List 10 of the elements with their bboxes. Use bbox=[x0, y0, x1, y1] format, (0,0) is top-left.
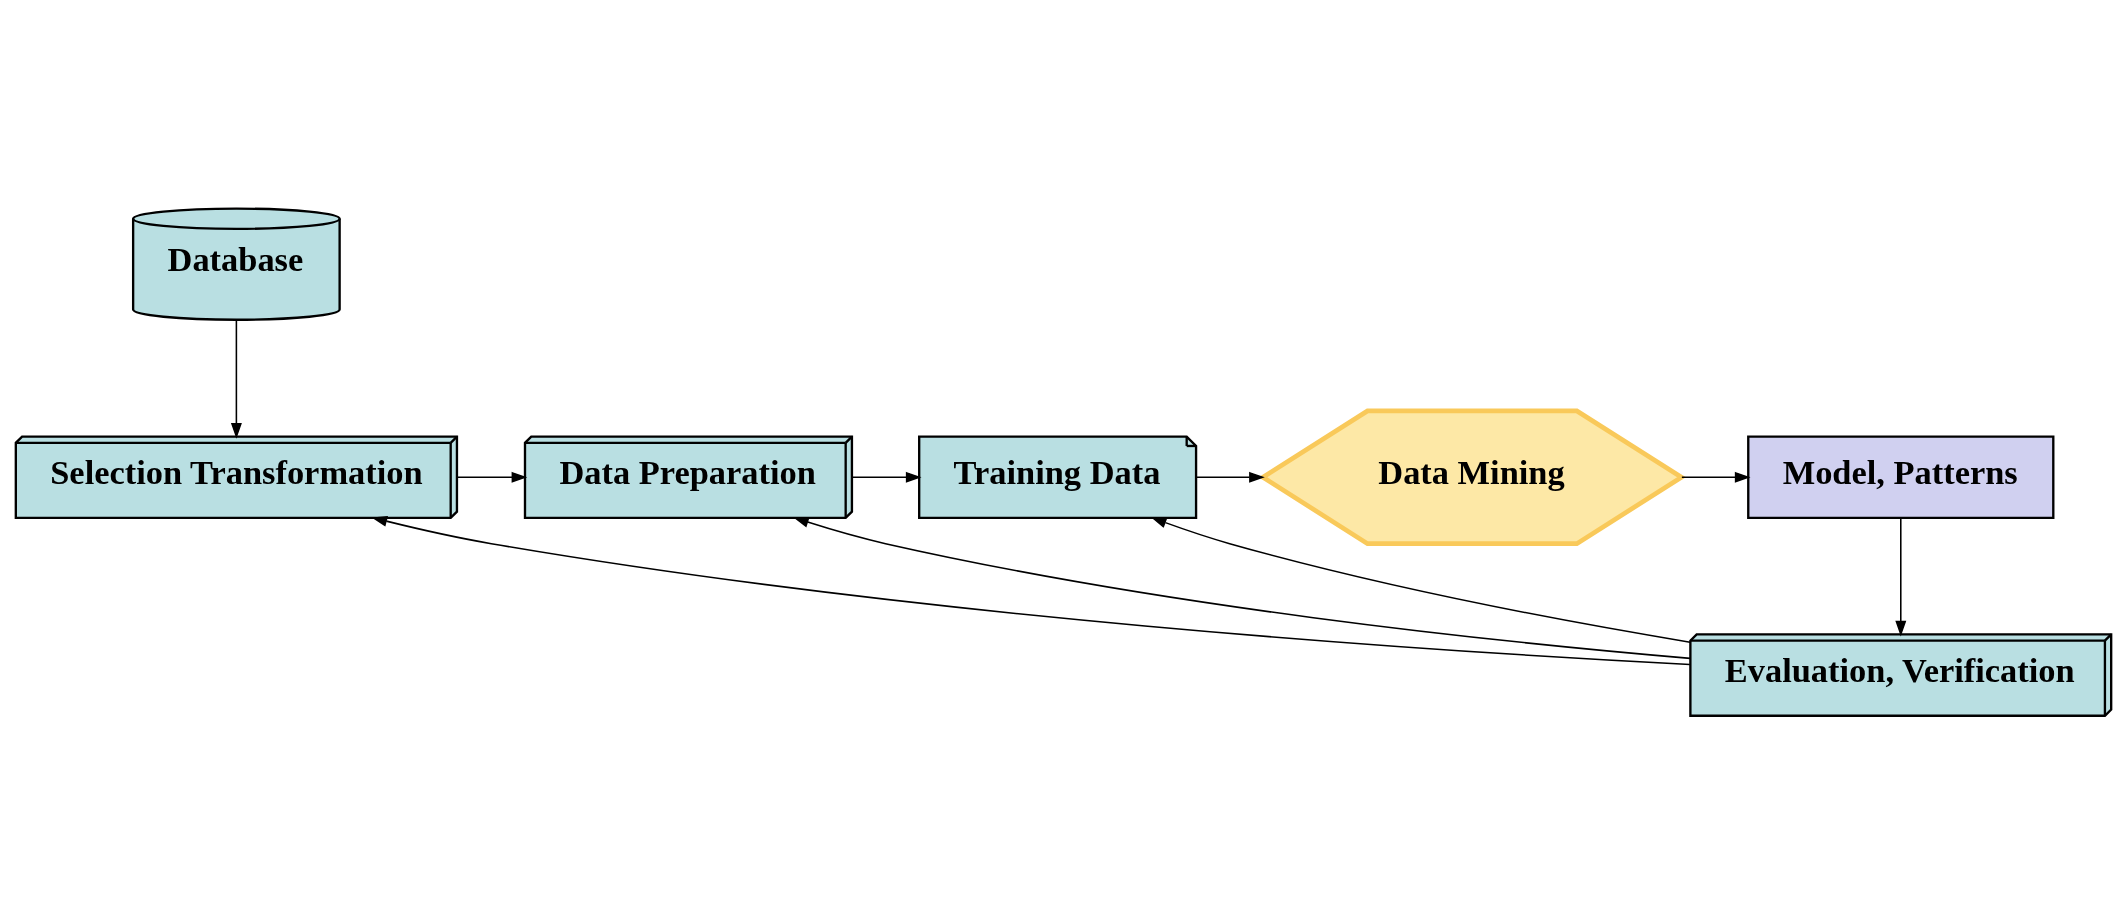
arrow bbox=[851, 471, 922, 483]
arrow bbox=[1195, 471, 1265, 483]
arrow bbox=[1150, 517, 1691, 643]
arrow bbox=[371, 515, 1691, 666]
arrow bbox=[230, 319, 242, 439]
arrow bbox=[1895, 517, 1907, 637]
arrow bbox=[456, 471, 528, 483]
arrow bbox=[1681, 471, 1751, 483]
arrow bbox=[793, 516, 1691, 660]
node-box: Model, Patterns bbox=[1747, 435, 2055, 520]
